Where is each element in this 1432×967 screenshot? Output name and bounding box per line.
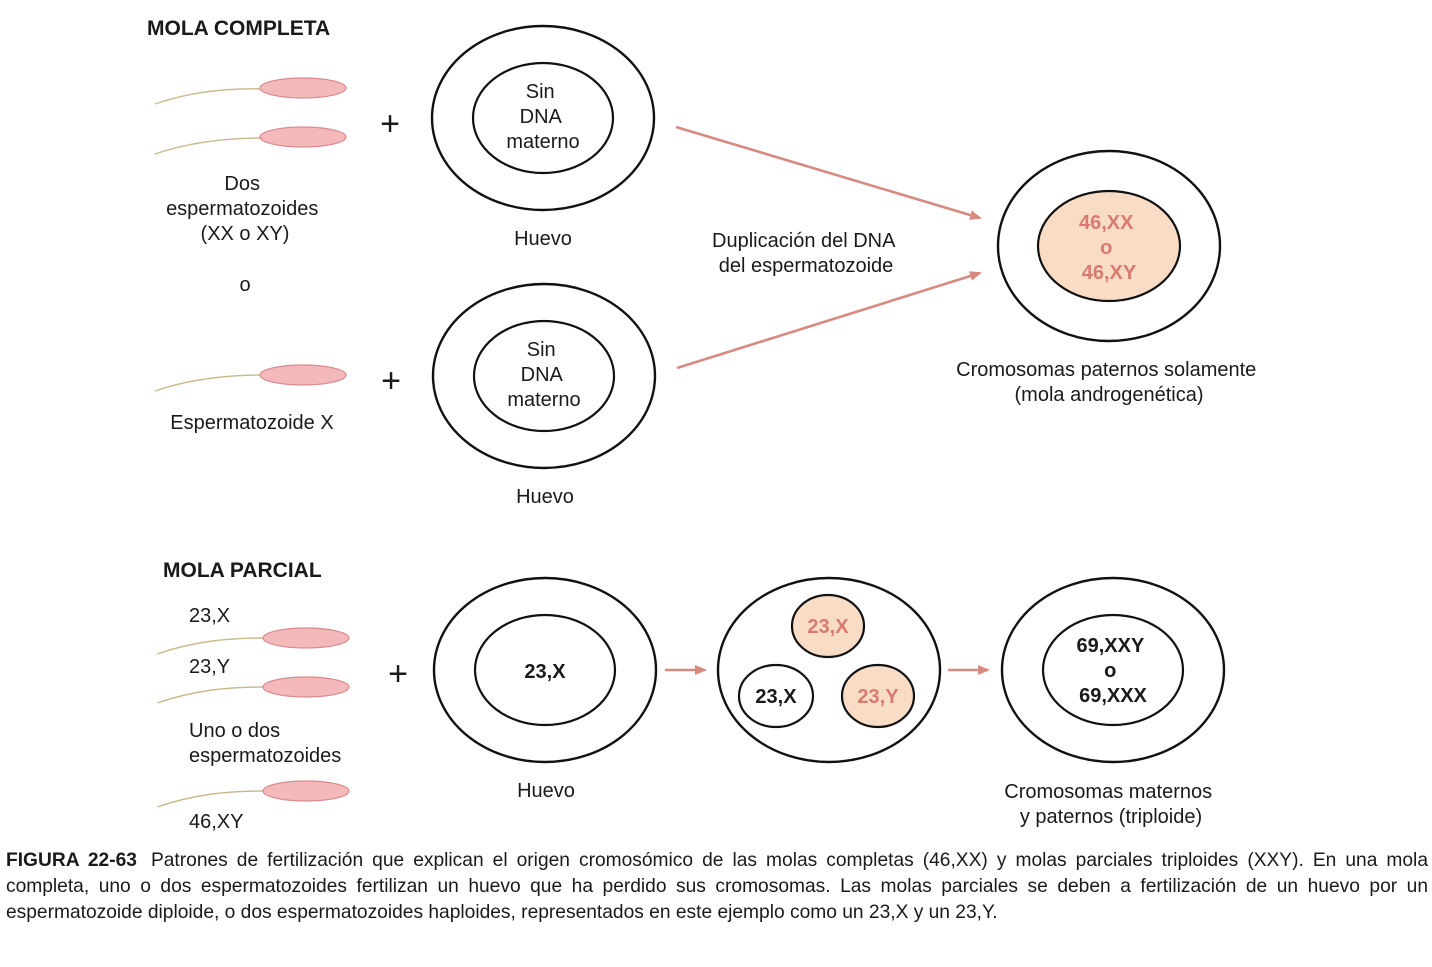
egg-label: Huevo bbox=[514, 228, 572, 250]
plus-sign: + bbox=[380, 105, 400, 143]
nucleus-label: 23,X bbox=[807, 616, 849, 638]
nucleus-label: 23,Y bbox=[857, 686, 899, 708]
complete-mole-heading: MOLA COMPLETA bbox=[147, 17, 330, 40]
x-sperm-label: Espermatozoide X bbox=[170, 412, 333, 434]
sperm-cell bbox=[156, 676, 350, 704]
maternal-nucleus bbox=[737, 663, 815, 729]
two-sperm-label: Dos espermatozoides (XX o XY) bbox=[166, 173, 324, 245]
egg-inner-text: Sin DNA materno bbox=[507, 339, 580, 411]
plus-sign: + bbox=[388, 655, 408, 693]
partial-mole-heading: MOLA PARCIAL bbox=[163, 559, 322, 582]
result-label: Cromosomas maternos y paternos (triploid… bbox=[1004, 781, 1217, 828]
sperm-cell bbox=[154, 364, 347, 392]
fertilized-egg: 23,X 23,X 23,Y bbox=[716, 576, 942, 764]
egg-inner-text: Sin DNA materno bbox=[506, 81, 579, 153]
result-karyotype: 69,XXY o 69,XXX bbox=[1076, 635, 1149, 707]
sperm-karyotype-label: 23,Y bbox=[189, 656, 230, 678]
sperm-cell bbox=[156, 627, 350, 655]
result-karyotype: 46,XX o 46,XY bbox=[1079, 212, 1139, 284]
complete-mole-section: MOLA COMPLETA Dos espermatozoides (XX o … bbox=[147, 17, 1262, 508]
arrow bbox=[675, 125, 982, 220]
result-label: Cromosomas paternos solamente (mola andr… bbox=[956, 359, 1262, 406]
egg-karyotype: 23,X bbox=[524, 661, 566, 683]
or-label: o bbox=[239, 274, 250, 296]
sperm-note: Uno o dos espermatozoides bbox=[189, 720, 341, 767]
triploid-mole: 69,XXY o 69,XXX bbox=[1000, 576, 1226, 764]
figure-label: FIGURA 22-63 bbox=[6, 850, 137, 871]
sperm-karyotype-label: 23,X bbox=[189, 605, 230, 627]
arrow bbox=[676, 271, 982, 370]
plus-sign: + bbox=[381, 362, 401, 400]
partial-mole-section: MOLA PARCIAL 23,X 23,Y Uno o dos esperma… bbox=[156, 559, 1226, 833]
duplication-label: Duplicación del DNA del espermatozoide bbox=[712, 230, 900, 277]
androgenetic-mole: 46,XX o 46,XY bbox=[996, 149, 1222, 343]
egg-haploid: 23,X bbox=[432, 576, 658, 764]
egg-label: Huevo bbox=[517, 780, 575, 802]
egg-label: Huevo bbox=[516, 486, 574, 508]
egg-without-maternal-dna: Sin DNA materno bbox=[431, 282, 657, 470]
nucleus-label: 23,X bbox=[755, 686, 797, 708]
paternal-nucleus bbox=[790, 593, 866, 659]
sperm-karyotype-label: 46,XY bbox=[189, 811, 243, 833]
sperm-cell bbox=[156, 780, 350, 808]
fertilization-diagram: MOLA COMPLETA Dos espermatozoides (XX o … bbox=[147, 17, 1262, 833]
sperm-cell bbox=[154, 77, 347, 105]
paternal-nucleus bbox=[840, 663, 916, 729]
sperm-cell bbox=[154, 126, 347, 155]
egg-without-maternal-dna: Sin DNA materno bbox=[430, 24, 656, 212]
caption-text: Patrones de fertilización que explican e… bbox=[6, 850, 1428, 923]
